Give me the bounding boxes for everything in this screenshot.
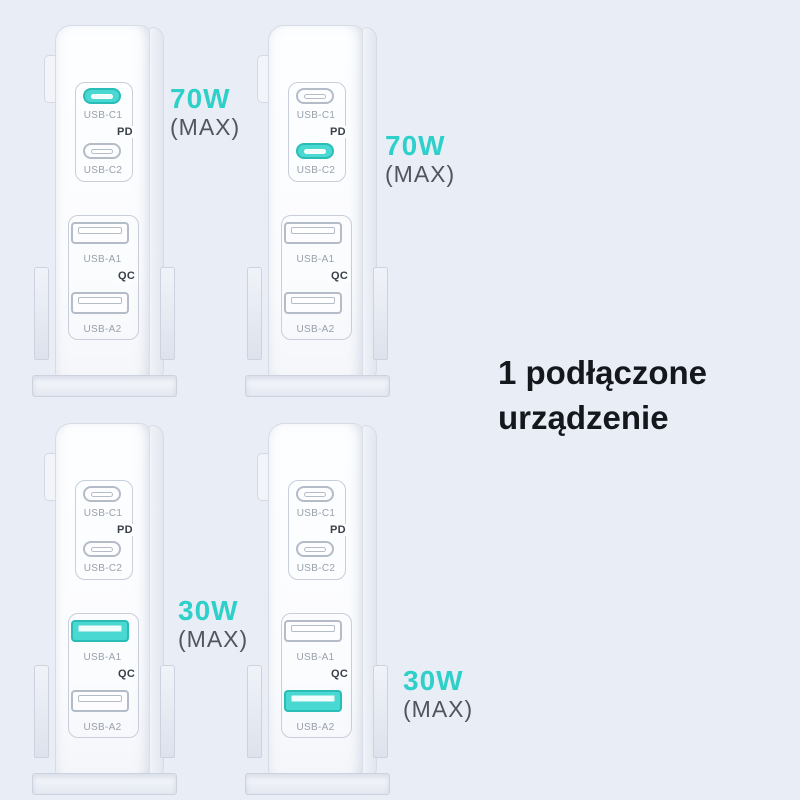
usb-c2-port — [296, 541, 334, 557]
port-slot — [304, 491, 326, 497]
pd-badge: PD — [114, 524, 136, 536]
stand-right-arm — [373, 267, 388, 360]
stand-base — [32, 375, 177, 397]
power-max: (MAX) — [403, 695, 474, 722]
power-max: (MAX) — [178, 625, 249, 652]
heading: 1 podłączone urządzenie — [498, 350, 768, 440]
power-watts: 30W — [403, 665, 464, 696]
charger-bottom-left: USB-C1 PD USB-C2 USB-A1 QC USB-A2 30W (M… — [32, 416, 247, 800]
usba-panel — [68, 215, 139, 340]
usb-a1-label: USB-A1 — [83, 652, 122, 663]
stand-left-arm — [247, 267, 262, 360]
pd-badge: PD — [114, 126, 136, 138]
power-max: (MAX) — [170, 113, 241, 140]
usb-a1-port — [71, 222, 129, 244]
usb-a1-label: USB-A1 — [83, 254, 122, 265]
usb-a2-label: USB-A2 — [296, 324, 335, 335]
usb-c2-port — [296, 143, 334, 159]
usba-panel — [281, 215, 352, 340]
stand-left-arm — [34, 267, 49, 360]
power-watts: 30W — [178, 595, 239, 626]
heading-line2: urządzenie — [498, 399, 669, 436]
usb-a2-port — [284, 690, 342, 712]
usb-c2-label: USB-C2 — [296, 563, 336, 574]
port-slot — [304, 93, 326, 99]
usb-a1-port — [71, 620, 129, 642]
usba-panel — [68, 613, 139, 738]
usb-a2-port — [71, 690, 129, 712]
power-label: 30W (MAX) — [178, 595, 249, 652]
port-slot — [291, 297, 335, 304]
usb-c2-label: USB-C2 — [83, 165, 123, 176]
power-max: (MAX) — [385, 160, 456, 187]
port-slot — [304, 148, 326, 154]
usb-a2-label: USB-A2 — [83, 722, 122, 733]
usb-a2-port — [71, 292, 129, 314]
stand-left-arm — [247, 665, 262, 758]
usb-c1-label: USB-C1 — [83, 508, 123, 519]
pd-badge: PD — [327, 126, 349, 138]
port-slot — [91, 148, 113, 154]
usb-c2-label: USB-C2 — [296, 165, 336, 176]
usb-a2-label: USB-A2 — [83, 324, 122, 335]
stand-base — [245, 773, 390, 795]
usb-c2-port — [83, 143, 121, 159]
usb-a1-label: USB-A1 — [296, 254, 335, 265]
usb-a1-label: USB-A1 — [296, 652, 335, 663]
pd-badge: PD — [327, 524, 349, 536]
qc-badge: QC — [115, 668, 139, 680]
usb-a2-port — [284, 292, 342, 314]
usb-a2-label: USB-A2 — [296, 722, 335, 733]
qc-badge: QC — [115, 270, 139, 282]
usb-c2-port — [83, 541, 121, 557]
port-slot — [91, 93, 113, 99]
power-label: 70W (MAX) — [385, 130, 456, 187]
usb-c1-label: USB-C1 — [296, 110, 336, 121]
stand-right-arm — [160, 267, 175, 360]
qc-badge: QC — [328, 270, 352, 282]
power-label: 70W (MAX) — [170, 83, 241, 140]
usb-c1-label: USB-C1 — [83, 110, 123, 121]
usb-c1-port — [83, 486, 121, 502]
charger-body — [55, 25, 152, 382]
charger-bottom-center: USB-C1 PD USB-C2 USB-A1 QC USB-A2 30W (M… — [245, 416, 472, 800]
usba-panel — [281, 613, 352, 738]
port-slot — [291, 695, 335, 702]
usb-c1-port — [296, 88, 334, 104]
port-slot — [91, 546, 113, 552]
power-watts: 70W — [170, 83, 231, 114]
port-slot — [78, 227, 122, 234]
usb-c2-label: USB-C2 — [83, 563, 123, 574]
stand-left-arm — [34, 665, 49, 758]
port-slot — [78, 625, 122, 632]
usb-a1-port — [284, 222, 342, 244]
power-watts: 70W — [385, 130, 446, 161]
port-slot — [291, 625, 335, 632]
usb-a1-port — [284, 620, 342, 642]
port-slot — [78, 297, 122, 304]
usb-c1-port — [83, 88, 121, 104]
port-slot — [304, 546, 326, 552]
port-slot — [91, 491, 113, 497]
heading-line1: 1 podłączone — [498, 354, 708, 391]
charger-top-left: USB-C1 PD USB-C2 USB-A1 QC USB-A2 70W (M… — [32, 18, 239, 402]
power-label: 30W (MAX) — [403, 665, 474, 722]
stand-right-arm — [160, 665, 175, 758]
qc-badge: QC — [328, 668, 352, 680]
port-slot — [78, 695, 122, 702]
charger-body — [268, 25, 365, 382]
usb-c1-label: USB-C1 — [296, 508, 336, 519]
charger-top-center: USB-C1 PD USB-C2 USB-A1 QC USB-A2 70W (M… — [245, 18, 454, 402]
stand-base — [245, 375, 390, 397]
charger-body — [55, 423, 152, 780]
stand-base — [32, 773, 177, 795]
usb-c1-port — [296, 486, 334, 502]
port-slot — [291, 227, 335, 234]
stand-right-arm — [373, 665, 388, 758]
charger-body — [268, 423, 365, 780]
